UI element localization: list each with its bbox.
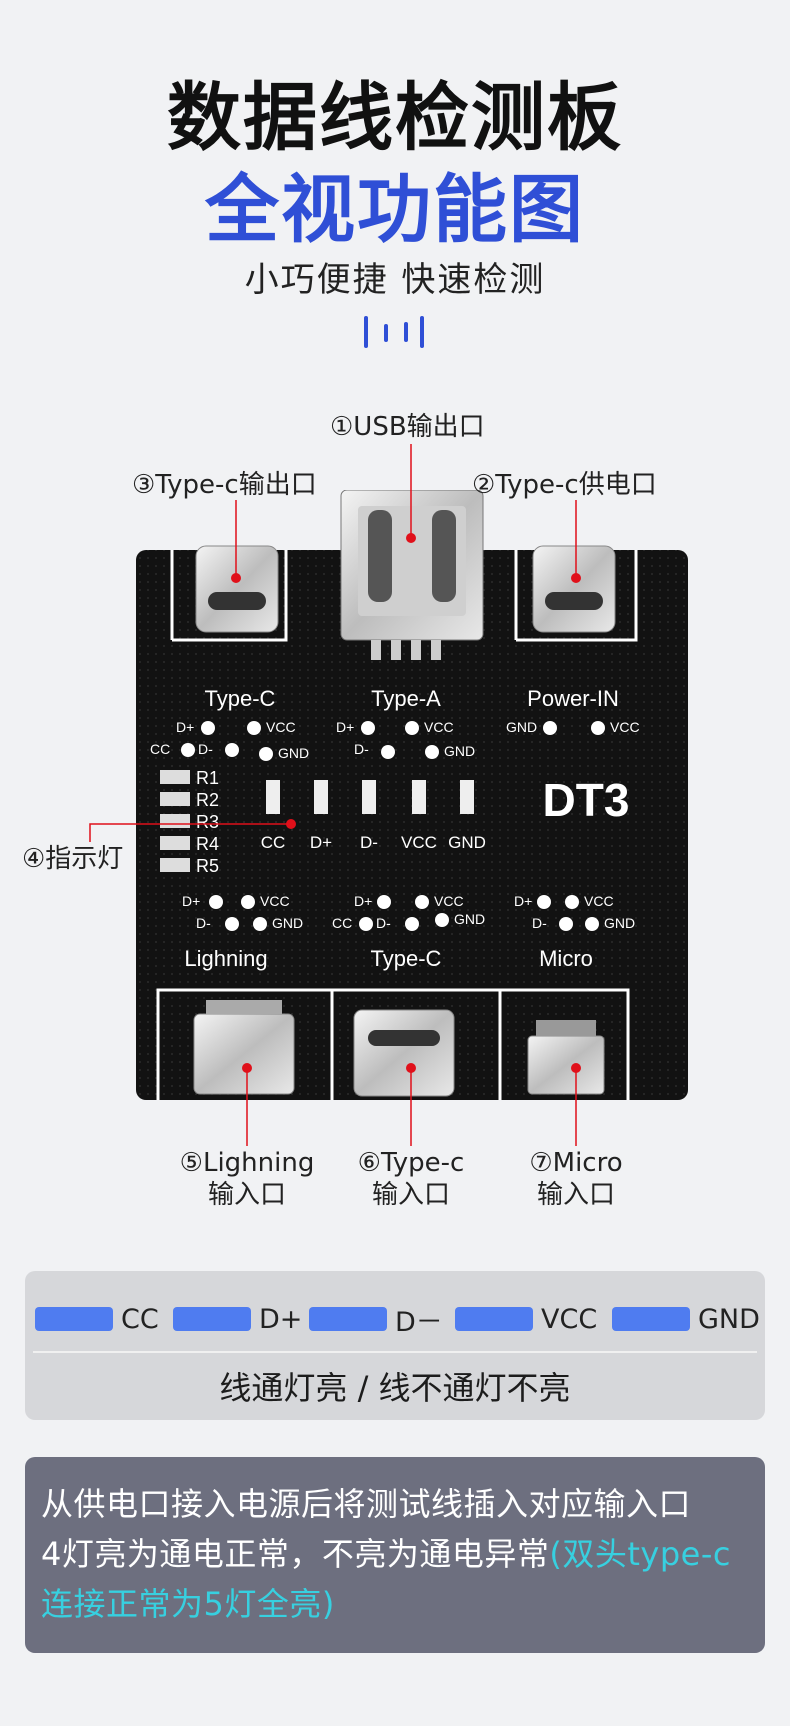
legend-item-gnd: GND: [612, 1301, 760, 1337]
svg-text:GND: GND: [448, 833, 486, 852]
svg-text:D+: D+: [310, 833, 332, 852]
legend-caption: 线通灯亮 / 线不通灯不亮: [219, 1369, 571, 1407]
pointer-lines: [89, 444, 581, 1146]
board-header-lightning: Lighning: [184, 946, 267, 971]
instructions-panel: 从供电口接入电源后将测试线插入对应输入口 4灯亮为通电正常，不亮为通电异常(双头…: [25, 1457, 765, 1653]
legend-item-cc: CC: [35, 1301, 159, 1337]
led-bar-icon: [612, 1307, 690, 1331]
svg-text:R3: R3: [196, 812, 219, 832]
divider-bars-icon: [364, 316, 424, 348]
test-board-image: Type-C Type-A Power-IN D+ VCC CC D- GND …: [136, 490, 688, 1100]
svg-text:D+: D+: [182, 893, 200, 909]
svg-text:R1: R1: [196, 768, 219, 788]
svg-text:D+: D+: [336, 719, 354, 735]
board-header-power-in: Power-IN: [527, 686, 619, 711]
legend-panel: CC D+ D－ VCC GND 线通灯亮 / 线不通灯不亮: [25, 1271, 765, 1420]
svg-text:R4: R4: [196, 834, 219, 854]
led-bar-icon: [455, 1307, 533, 1331]
legend-item-dplus: D+: [173, 1301, 302, 1337]
legend-item-dminus: D－: [309, 1301, 443, 1338]
board-model: DT3: [543, 774, 630, 826]
svg-text:VCC: VCC: [424, 719, 454, 735]
page-subtitle-title: 全视功能图: [205, 167, 585, 253]
label-usb-output: ①USB输出口: [330, 412, 485, 442]
svg-text:VCC: VCC: [610, 719, 640, 735]
svg-text:D+: D+: [514, 893, 532, 909]
led-bar-icon: [309, 1307, 387, 1331]
svg-text:VCC: VCC: [260, 893, 290, 909]
board-header-typea: Type-A: [371, 686, 441, 711]
board-header-typec-bottom: Type-C: [371, 946, 442, 971]
svg-text:R2: R2: [196, 790, 219, 810]
svg-text:GND: GND: [278, 745, 309, 761]
svg-text:GND: GND: [506, 719, 537, 735]
tagline: 小巧便捷 快速检测: [244, 260, 546, 300]
svg-text:VCC: VCC: [434, 893, 464, 909]
legend-divider: [33, 1351, 757, 1353]
svg-text:D+: D+: [176, 719, 194, 735]
svg-text:D-: D-: [532, 915, 547, 931]
svg-text:D-: D-: [376, 915, 391, 931]
svg-text:CC: CC: [332, 915, 352, 931]
svg-text:VCC: VCC: [266, 719, 296, 735]
svg-text:D-: D-: [354, 741, 369, 757]
svg-text:D-: D-: [196, 915, 211, 931]
svg-text:VCC: VCC: [584, 893, 614, 909]
svg-text:D-: D-: [198, 741, 213, 757]
svg-text:VCC: VCC: [401, 833, 437, 852]
svg-text:D-: D-: [360, 833, 378, 852]
svg-text:GND: GND: [272, 915, 303, 931]
led-bar-icon: [35, 1307, 113, 1331]
svg-text:D+: D+: [354, 893, 372, 909]
svg-text:CC: CC: [261, 833, 286, 852]
led-bar-icon: [173, 1307, 251, 1331]
svg-text:GND: GND: [454, 911, 485, 927]
svg-text:GND: GND: [444, 743, 475, 759]
board-header-micro: Micro: [539, 946, 593, 971]
label-micro-input: ⑦Micro 输入口: [529, 1148, 623, 1210]
svg-text:R5: R5: [196, 856, 219, 876]
label-typec-power: ②Type-c供电口: [472, 470, 657, 500]
page-title: 数据线检测板: [167, 75, 623, 161]
board-header-typec: Type-C: [205, 686, 276, 711]
label-indicator: ④指示灯: [22, 844, 124, 874]
legend-item-vcc: VCC: [455, 1301, 597, 1337]
svg-text:GND: GND: [604, 915, 635, 931]
label-typec-output: ③Type-c输出口: [132, 470, 317, 500]
label-typec-input: ⑥Type-c 输入口: [357, 1148, 465, 1210]
instruction-line-2: 4灯亮为通电正常，不亮为通电异常(双头type-c: [41, 1535, 731, 1573]
instruction-line-3: 连接正常为5灯全亮): [41, 1585, 335, 1623]
label-lightning-input: ⑤Lighning 输入口: [179, 1148, 315, 1210]
instruction-line-1: 从供电口接入电源后将测试线插入对应输入口: [41, 1485, 692, 1523]
svg-text:CC: CC: [150, 741, 170, 757]
